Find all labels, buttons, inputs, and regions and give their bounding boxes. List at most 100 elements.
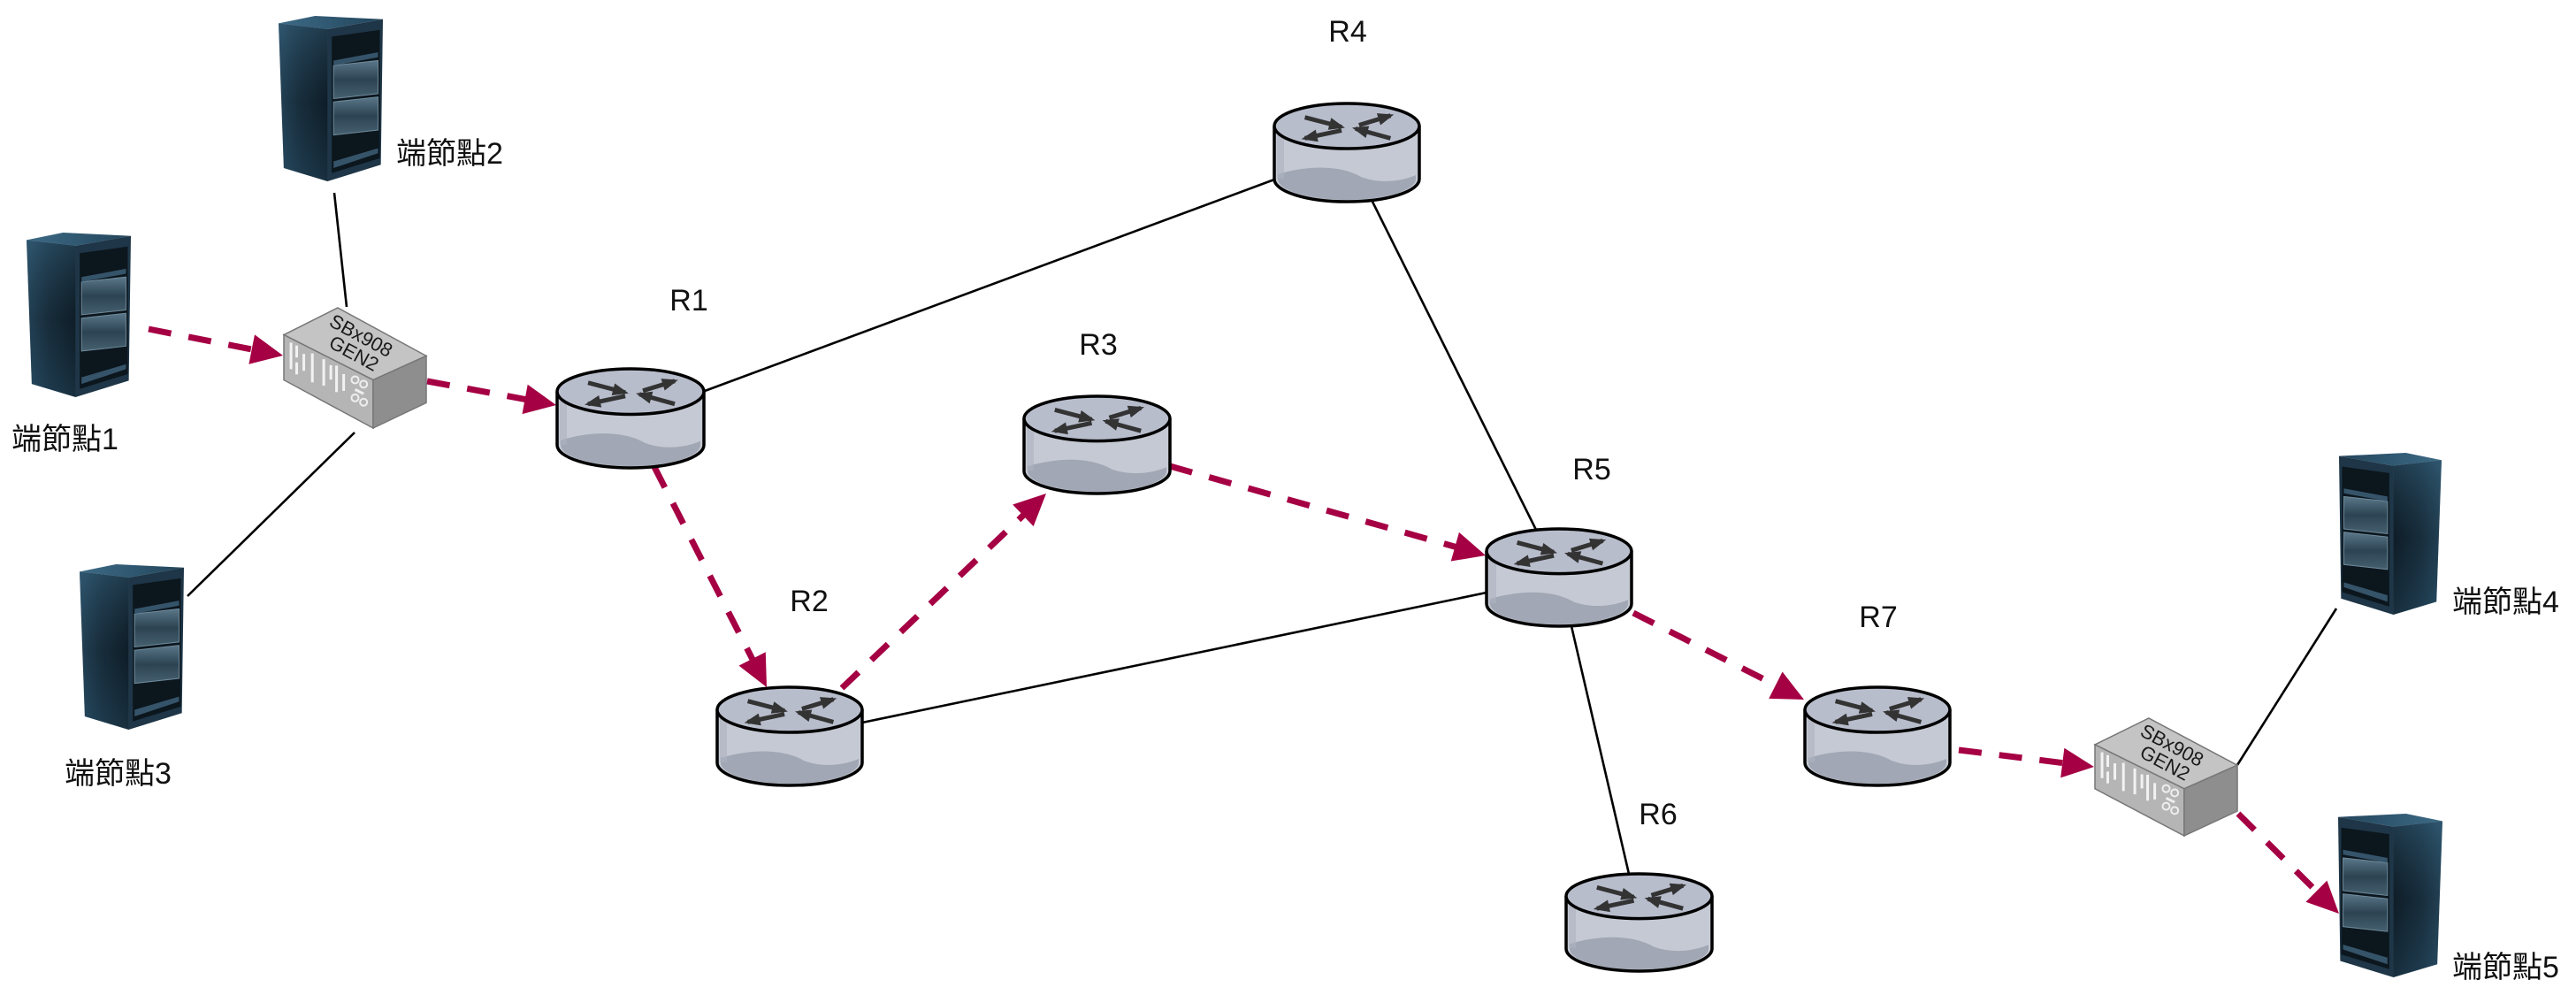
rack-blade [80, 276, 126, 316]
link-sw1-r1 [426, 378, 556, 415]
router-outline [1485, 551, 1633, 628]
rack-shelf [2343, 488, 2388, 501]
router-shadow [1808, 751, 1946, 784]
rack-shelf [134, 601, 180, 615]
router-top [1803, 685, 1952, 734]
endpoint-label: 端節點1 [11, 423, 118, 456]
router-shadow [721, 751, 859, 784]
rack-shelf [333, 52, 378, 66]
connection-line [187, 432, 355, 597]
flow-path-line [839, 511, 1027, 691]
link-r5-r6 [1570, 625, 1631, 875]
link-r2-r5 [861, 591, 1487, 724]
link-r5-r7 [1632, 609, 1804, 700]
rack-side-shade [2393, 821, 2442, 977]
router-highlight [1808, 713, 1815, 763]
rack-shelf [2343, 582, 2388, 602]
router-label: R3 [1079, 328, 1117, 362]
router-arrows-icon [1593, 883, 1687, 913]
links-layer [148, 178, 2339, 914]
rack-side-shade [2393, 460, 2442, 615]
flow-arrowhead-icon [2305, 880, 2339, 914]
server-rack-icon [27, 233, 131, 397]
switch-ports-icon [2100, 752, 2180, 815]
link-n1-sw1 [148, 325, 283, 364]
flow-arrowhead-icon [738, 652, 767, 687]
connection-line [1570, 625, 1631, 875]
router-outline [1564, 896, 1714, 973]
router-shadow [1490, 592, 1628, 624]
server-n1[interactable]: 端節點1 [11, 233, 131, 456]
router-shadow [1278, 167, 1416, 200]
server-n2[interactable]: 端節點2 [279, 16, 503, 181]
router-label: R6 [1639, 798, 1677, 831]
router-top [555, 367, 706, 417]
router-highlight [1277, 129, 1284, 180]
router-icon [1273, 102, 1421, 203]
router-outline [1273, 126, 1421, 203]
server-n3[interactable]: 端節點3 [65, 564, 184, 791]
router-label: R2 [790, 585, 828, 618]
endpoint-label: 端節點2 [396, 137, 503, 171]
router-outline [1803, 709, 1952, 787]
flow-arrowhead-icon [522, 384, 556, 415]
link-r4-r5 [1371, 201, 1538, 531]
link-n2-sw1 [333, 192, 348, 308]
router-r6[interactable]: R6 [1564, 798, 1714, 973]
rack-side-shade [80, 571, 129, 730]
rack-shelf [333, 148, 378, 169]
router-highlight [1027, 422, 1034, 471]
router-label: R1 [669, 284, 707, 318]
router-shadow [561, 433, 700, 466]
link-r7-sw2 [1958, 746, 2094, 778]
rack-shelf [2343, 849, 2388, 863]
link-r3-r5 [1169, 463, 1486, 562]
router-r7[interactable]: R7 [1803, 601, 1952, 787]
rack-top [80, 564, 184, 578]
link-r1-r2 [651, 465, 767, 687]
router-r3[interactable]: R3 [1022, 328, 1172, 495]
router-shadow [1570, 937, 1708, 969]
server-rack-icon [80, 564, 184, 730]
rack-shelf [81, 268, 126, 282]
rack-shelf [2343, 945, 2388, 965]
router-icon [555, 367, 706, 470]
server-n5[interactable]: 端節點5 [2338, 814, 2559, 984]
flow-path-line [1632, 609, 1779, 689]
server-n4[interactable]: 端節點4 [2339, 453, 2559, 619]
router-r1[interactable]: R1 [555, 284, 708, 470]
flow-arrowhead-icon [248, 334, 283, 364]
endpoint-label: 端節點3 [65, 757, 172, 791]
router-highlight [720, 713, 727, 763]
router-label: R7 [1859, 601, 1897, 634]
router-top [1485, 527, 1633, 576]
router-outline [555, 391, 706, 470]
router-arrows-icon [1301, 113, 1395, 142]
router-shadow [1028, 459, 1166, 492]
flow-path-line [1169, 463, 1458, 551]
endpoint-label: 端節點4 [2452, 586, 2559, 619]
router-r2[interactable]: R2 [715, 585, 864, 787]
rack-blade [134, 608, 180, 648]
rack-blade [2343, 495, 2389, 535]
server-rack-icon [2338, 814, 2442, 977]
connection-line [861, 591, 1487, 724]
link-sw2-n4 [2236, 608, 2338, 766]
flow-arrowhead-icon [2060, 747, 2094, 778]
rack-blade [2343, 893, 2389, 932]
flow-path-line [651, 465, 756, 662]
router-icon [715, 685, 864, 787]
router-highlight [1569, 899, 1576, 949]
router-arrows-icon [1513, 538, 1607, 568]
rack-shelf [81, 364, 126, 385]
flow-arrowhead-icon [1013, 494, 1046, 527]
router-r5[interactable]: R5 [1485, 453, 1633, 628]
router-arrows-icon [744, 697, 837, 726]
router-icon [1803, 685, 1952, 787]
router-r4[interactable]: R4 [1273, 15, 1421, 203]
rack-blade [333, 96, 378, 136]
rack-blade [333, 59, 378, 100]
